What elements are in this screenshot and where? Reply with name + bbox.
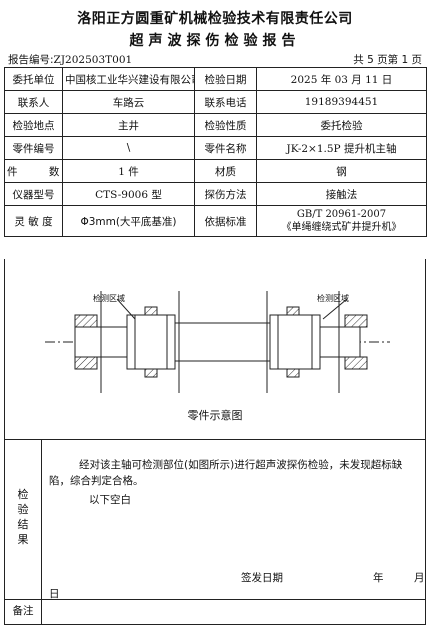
company-title: 洛阳正方圆重矿机械检验技术有限责任公司 <box>77 11 353 27</box>
cell-label: 灵 敏 度 <box>4 205 63 237</box>
cell-value: 2025 年 03 月 11 日 <box>256 67 427 91</box>
cell-value: 1 件 <box>62 159 195 183</box>
remark-label: 备注 <box>5 599 42 624</box>
page-info: 共 5 页第 1 页 <box>353 54 422 66</box>
cell-label: 检验日期 <box>194 67 257 91</box>
cell-label: 检验地点 <box>4 113 63 137</box>
table-row: 灵 敏 度 Φ3mm(大平底基准) 依据标准 GB/T 20961-2007 《单… <box>4 205 427 237</box>
info-table: 委托单位 中国核工业华兴建设有限公司 检验日期 2025 年 03 月 11 日… <box>4 67 427 237</box>
cell-label: 检验性质 <box>194 113 257 137</box>
table-row: 零件编号 \ 零件名称 JK-2×1.5P 提升机主轴 <box>4 136 427 160</box>
report-meta: 报告编号:ZJ202503T001 共 5 页第 1 页 <box>4 52 426 66</box>
cell-value: 主井 <box>62 113 195 137</box>
cell-value-standard: GB/T 20961-2007 《单绳缠绕式矿井提升机》 <box>256 205 427 237</box>
cell-label: 件 数 <box>4 159 63 183</box>
cell-label: 委托单位 <box>4 67 63 91</box>
cell-value: 19189394451 <box>256 90 427 114</box>
cell-label: 零件编号 <box>4 136 63 160</box>
report-title: 超声波探伤检验报告 <box>129 33 301 49</box>
cell-value: Φ3mm(大平底基准) <box>62 205 195 237</box>
cell-value: \ <box>62 136 195 160</box>
report-number: 报告编号:ZJ202503T001 <box>8 52 132 67</box>
standard-code: GB/T 20961-2007 <box>296 209 387 220</box>
result-section: 检验结果 经对该主轴可检测部位(如图所示)进行超声波探伤检验，未发现超标缺陷，综… <box>4 439 426 600</box>
result-label-cell: 检验结果 <box>5 439 42 599</box>
cell-value: 钢 <box>256 159 427 183</box>
cell-label: 材质 <box>194 159 257 183</box>
cell-value: 车路云 <box>62 90 195 114</box>
result-label: 检验结果 <box>17 488 29 546</box>
blank-note: 以下空白 <box>89 494 131 506</box>
report-number-label: 报告编号: <box>8 54 54 66</box>
shaft-diagram <box>45 291 390 393</box>
cell-label: 仪器型号 <box>4 182 63 206</box>
zone-label-right: 检测区域 <box>317 294 349 303</box>
cell-label: 探伤方法 <box>194 182 257 206</box>
cell-label: 零件名称 <box>194 136 257 160</box>
report-number-value: ZJ202503T001 <box>53 54 133 66</box>
cell-label: 联系人 <box>4 90 63 114</box>
table-row: 检验地点 主井 检验性质 委托检验 <box>4 113 427 137</box>
sign-month: 月 <box>414 572 425 584</box>
result-text: 经对该主轴可检测部位(如图所示)进行超声波探伤检验，未发现超标缺陷，综合判定合格… <box>49 459 403 487</box>
table-row: 件 数 1 件 材质 钢 <box>4 159 427 183</box>
zone-label-left: 检测区域 <box>93 294 125 303</box>
table-row: 联系人 车路云 联系电话 19189394451 <box>4 90 427 114</box>
figure-panel: 检测区域 检测区域 <box>4 259 426 440</box>
cell-value: 委托检验 <box>256 113 427 137</box>
remark-row: 备注 <box>4 599 426 625</box>
table-row: 仪器型号 CTS-9006 型 探伤方法 接触法 <box>4 182 427 206</box>
sign-year: 年 <box>373 572 384 584</box>
cell-label: 依据标准 <box>194 205 257 237</box>
cell-value: CTS-9006 型 <box>62 182 195 206</box>
cell-label: 联系电话 <box>194 90 257 114</box>
table-row: 委托单位 中国核工业华兴建设有限公司 检验日期 2025 年 03 月 11 日 <box>4 67 427 91</box>
cell-value: 接触法 <box>256 182 427 206</box>
sign-date-label: 签发日期 <box>241 572 283 584</box>
standard-name: 《单绳缠绕式矿井提升机》 <box>281 222 402 233</box>
figure-caption: 零件示意图 <box>187 409 243 422</box>
cell-value: 中国核工业华兴建设有限公司 <box>62 67 195 91</box>
cell-value: JK-2×1.5P 提升机主轴 <box>256 136 427 160</box>
sign-day: 日 <box>49 588 60 600</box>
